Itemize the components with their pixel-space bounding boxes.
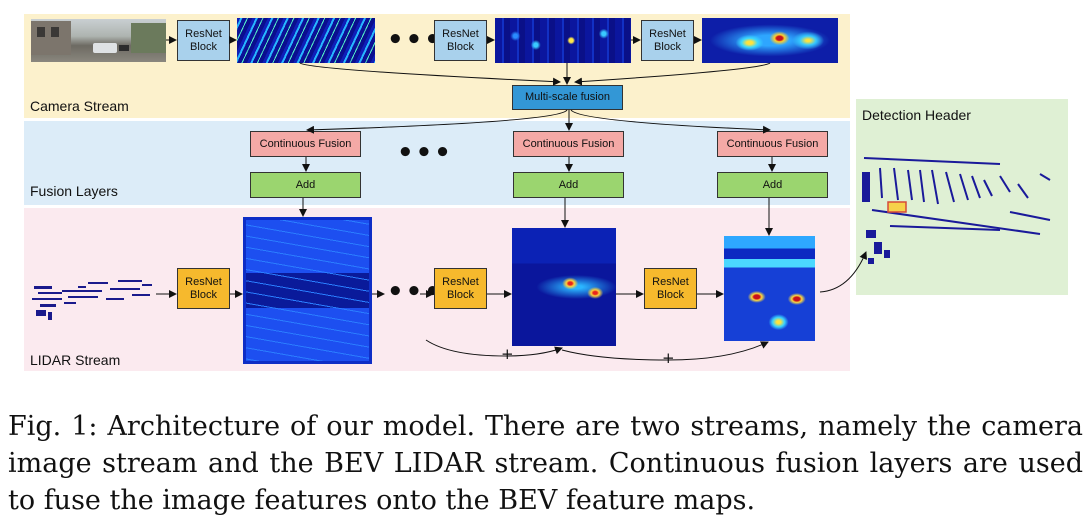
lidar-feature-map-2 [512, 228, 616, 346]
continuous-fusion-block-1: Continuous Fusion [250, 131, 361, 157]
camera-resnet-block-3: ResNet Block [641, 20, 694, 61]
residual-plus-2: + [662, 349, 675, 367]
camera-feature-map-1 [237, 18, 375, 63]
camera-input-image [31, 19, 166, 62]
figure-caption: Fig. 1: Architecture of our model. There… [8, 411, 1083, 516]
lidar-resnet-block-2: ResNet Block [434, 268, 487, 309]
fusion-layers-band [24, 121, 850, 205]
lidar-stream-label: LIDAR Stream [30, 352, 121, 368]
lidar-resnet-block-1: ResNet Block [177, 268, 230, 309]
lidar-feature-map-3 [724, 236, 815, 341]
continuous-fusion-block-3: Continuous Fusion [717, 131, 828, 157]
fusion-layers-label: Fusion Layers [30, 183, 118, 199]
camera-resnet-block-2: ResNet Block [434, 20, 487, 61]
lidar-feature-map-1 [243, 217, 372, 364]
architecture-figure: Camera Stream Fusion Layers LIDAR Stream… [24, 14, 1068, 371]
add-block-2: Add [513, 172, 624, 198]
camera-resnet-block-1: ResNet Block [177, 20, 230, 61]
residual-plus-1: + [501, 345, 514, 363]
camera-ellipsis: ••• [387, 25, 443, 55]
add-block-3: Add [717, 172, 828, 198]
camera-feature-map-3 [702, 18, 838, 63]
multi-scale-fusion-block: Multi-scale fusion [512, 85, 623, 110]
add-block-1: Add [250, 172, 361, 198]
lidar-resnet-block-3: ResNet Block [644, 268, 697, 309]
lidar-input-pointcloud [28, 272, 156, 326]
detection-pointcloud [860, 150, 1065, 272]
fusion-ellipsis: ••• [397, 138, 453, 168]
detection-header-band [856, 99, 1068, 295]
continuous-fusion-block-2: Continuous Fusion [513, 131, 624, 157]
camera-stream-label: Camera Stream [30, 98, 129, 114]
detection-header-label: Detection Header [862, 107, 971, 123]
camera-feature-map-2 [495, 18, 631, 63]
